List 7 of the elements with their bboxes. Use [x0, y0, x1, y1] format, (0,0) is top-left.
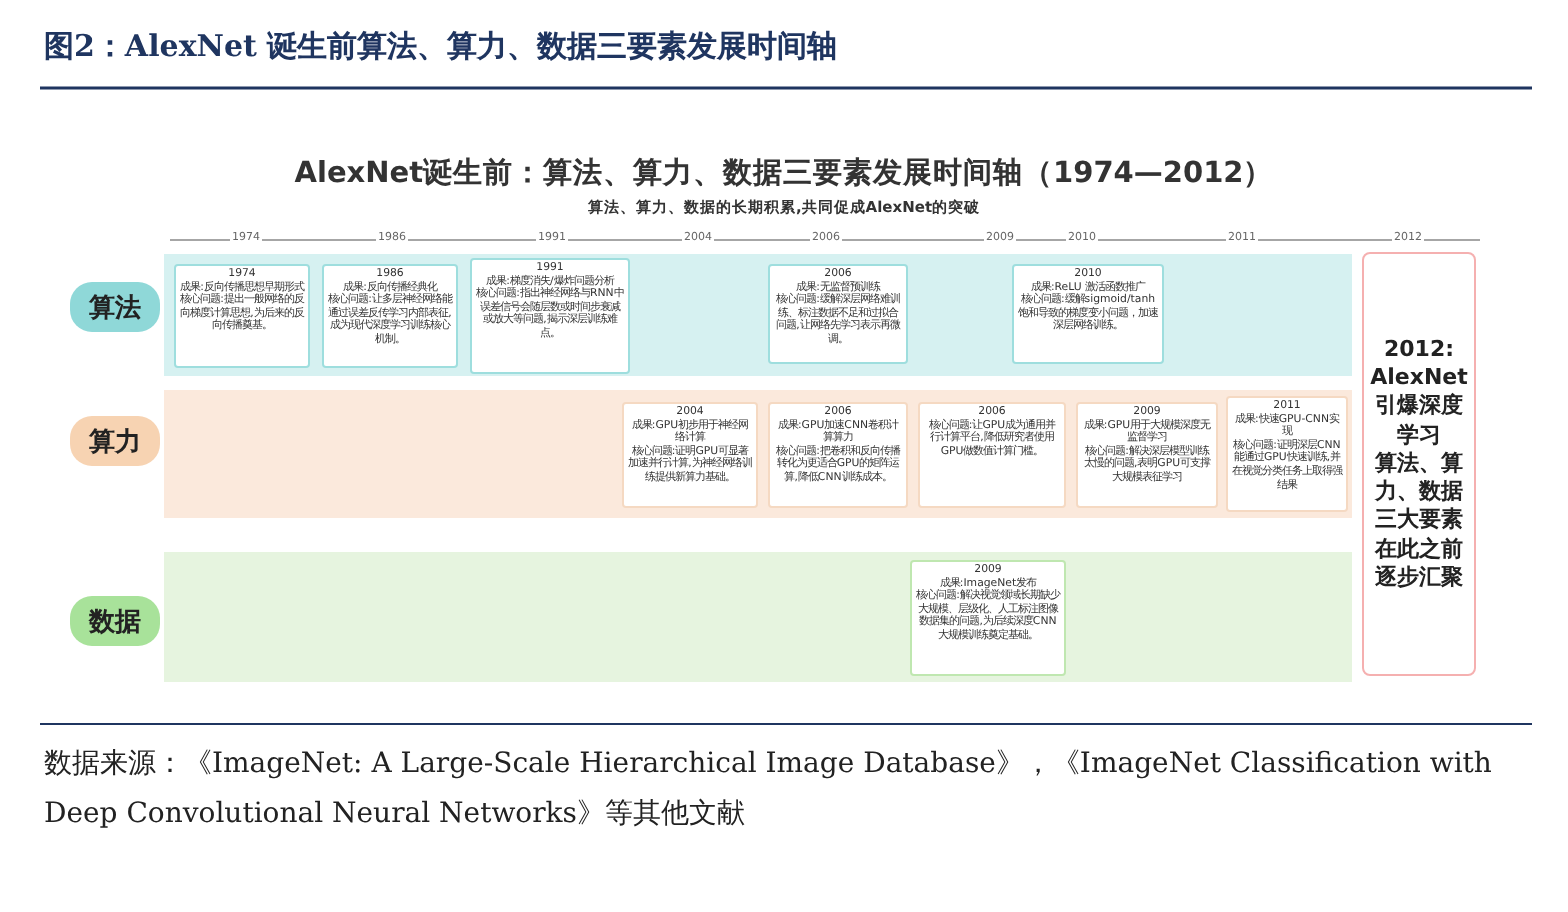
row-label: 算法: [70, 282, 160, 332]
figure-title: 图2：AlexNet 诞生前算法、算力、数据三要素发展时间轴: [44, 28, 838, 66]
source-note: 数据来源：《ImageNet: A Large-Scale Hierarchical Image Database》，《ImageNet Classification with Deep Convolutional Neural Networks》等其他文献: [44, 746, 1494, 834]
chart-heading: AlexNet诞生前：算法、算力、数据三要素发展时间轴（1974—2012）: [292, 155, 1276, 192]
row-label: 算力: [70, 416, 160, 466]
row-label: 数据: [70, 596, 160, 646]
summary-box: 2012: AlexNet引爆深度学习 算法、算力、数据三大要素在此之前逐步汇聚: [1362, 252, 1476, 676]
